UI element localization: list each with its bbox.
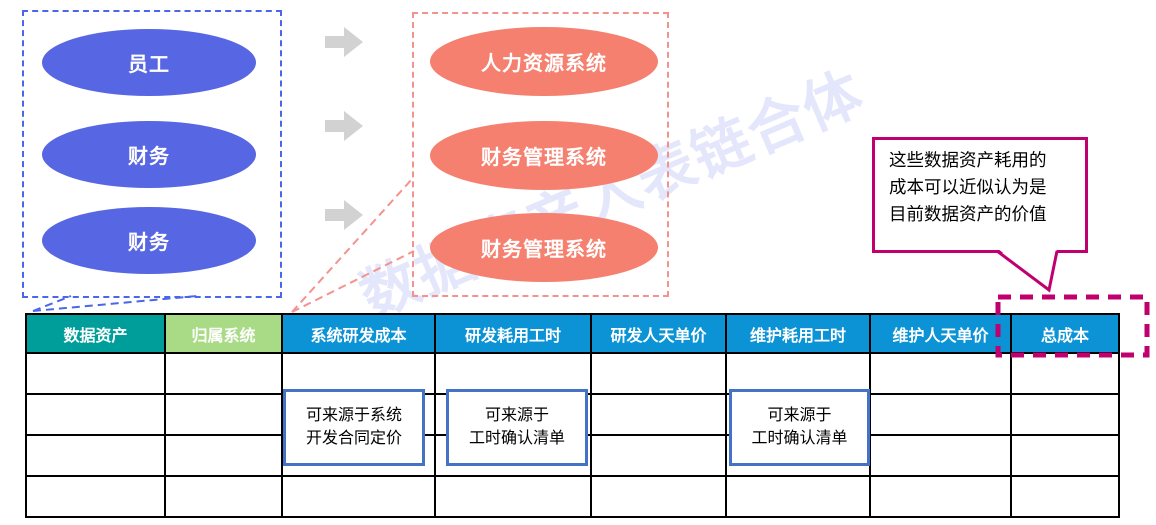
note-line: 可来源于系统 [305,407,402,425]
table-cell [1010,475,1120,518]
callout-line: 这些数据资产耗用的 [889,150,1047,170]
note-box-dev-cost: 可来源于系统 开发合同定价 [283,389,425,466]
entity-ellipse-finance-1: 财务 [42,121,256,188]
table-cell [164,352,283,395]
entity-ellipse-employee: 员工 [42,29,256,96]
table-cell [590,352,727,395]
note-line: 可来源于 [484,407,549,425]
note-line: 可来源于 [767,407,832,425]
table-cell [164,434,283,477]
flow-arrow-icon [325,27,363,57]
note-line: 开发合同定价 [305,429,402,447]
entity-ellipse-finance-2: 财务 [42,207,256,274]
table-cell [434,352,592,395]
system-ellipse-hr: 人力资源系统 [430,27,658,96]
note-line: 工时确认清单 [751,429,848,447]
header-cell-total-cost: 总成本 [1010,313,1120,354]
table-cell [725,475,871,518]
table-cell [869,475,1012,518]
header-cell-maint-day-rate: 维护人天单价 [869,313,1012,354]
systems-box [412,12,669,297]
callout-tail [997,248,1057,290]
table-cell [25,352,166,395]
header-cell-dev-day-rate: 研发人天单价 [590,313,727,354]
source-to-table-connector [32,295,198,312]
table-cell [434,475,592,518]
system-ellipse-finance-mgmt-2: 财务管理系统 [430,213,658,282]
value-callout-bubble: 这些数据资产耗用的 成本可以近似认为是 目前数据资产的价值 [872,137,1088,253]
callout-line: 目前数据资产的价值 [889,204,1047,225]
table-cell [725,352,871,395]
header-cell-dev-hours: 研发耗用工时 [434,313,592,354]
table-cell [25,475,166,518]
flow-arrow-icon [325,111,363,141]
table-cell [164,393,283,436]
system-ellipse-finance-mgmt-1: 财务管理系统 [430,121,658,190]
table-header-row: 数据资产 归属系统 系统研发成本 研发耗用工时 研发人天单价 维护耗用工时 维护… [25,313,1120,354]
table-cell [1010,434,1120,477]
system-to-table-connector [291,178,415,313]
header-cell-maint-hours: 维护耗用工时 [725,313,871,354]
note-line: 工时确认清单 [468,429,565,447]
table-cell [25,434,166,477]
header-cell-dev-cost: 系统研发成本 [281,313,436,354]
note-box-dev-hours: 可来源于 工时确认清单 [446,389,588,466]
table-cell [164,475,283,518]
table-cell [869,434,1012,477]
callout-tail-outline [996,249,1059,293]
table-cell [1010,393,1120,436]
table-cell [281,352,436,395]
callout-line: 成本可以近似认为是 [889,177,1047,198]
table-cell [1010,352,1120,395]
note-box-maint-hours: 可来源于 工时确认清单 [729,389,870,466]
header-cell-owning-system: 归属系统 [164,313,283,354]
table-cell [590,475,727,518]
table-cell [590,434,727,477]
table-cell [869,393,1012,436]
table-row [25,475,1120,518]
table-cell [869,352,1012,395]
table-cell [25,393,166,436]
table-cell [281,475,436,518]
header-cell-data-asset: 数据资产 [25,313,166,354]
table-cell [590,393,727,436]
flow-arrow-icon [325,200,363,230]
table-row [25,352,1120,395]
